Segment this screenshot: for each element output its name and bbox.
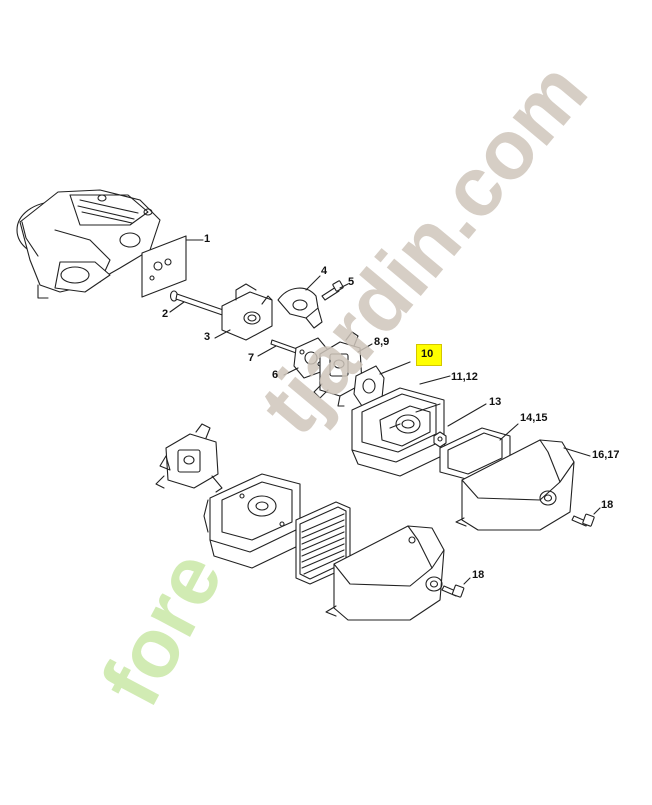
watermark-text-brown: tjardin.com [242, 44, 605, 451]
part-10-gasket [353, 361, 411, 407]
label-part-3: 3 [204, 331, 211, 343]
part-5-screw [321, 280, 349, 301]
label-part-18-lower: 18 [472, 569, 485, 581]
label-part-7: 7 [248, 352, 255, 364]
label-part-4: 4 [321, 265, 328, 277]
lower-filter-base [203, 473, 303, 569]
label-part-1: 1 [204, 233, 211, 245]
part-3-manifold [214, 283, 273, 341]
part-1-gasket [141, 235, 204, 298]
label-part-10: 10 [421, 348, 434, 360]
part-16-17-cover [455, 439, 591, 531]
highlight-box-part-10 [416, 344, 442, 366]
part-18-screw-upper [571, 507, 601, 527]
label-part-2: 2 [162, 308, 169, 320]
label-part-13: 13 [489, 396, 502, 408]
watermark: fore tjardin.com [83, 44, 605, 720]
label-part-5: 5 [348, 276, 355, 288]
label-part-18-upper: 18 [601, 499, 614, 511]
watermark-text-green: fore [83, 536, 241, 720]
part-18-screw-lower [441, 577, 471, 598]
part-4-elbow [277, 275, 323, 329]
label-part-16-17: 16,17 [592, 449, 620, 461]
engine-crankcase [16, 189, 161, 299]
label-part-8-9: 8,9 [374, 336, 390, 348]
lower-cover [325, 525, 445, 621]
part-13-nut [433, 403, 487, 448]
label-part-6: 6 [272, 369, 279, 381]
label-part-11-12: 11,12 [451, 371, 478, 383]
label-part-14-15: 14,15 [520, 412, 548, 424]
lower-carburetor [155, 423, 223, 493]
